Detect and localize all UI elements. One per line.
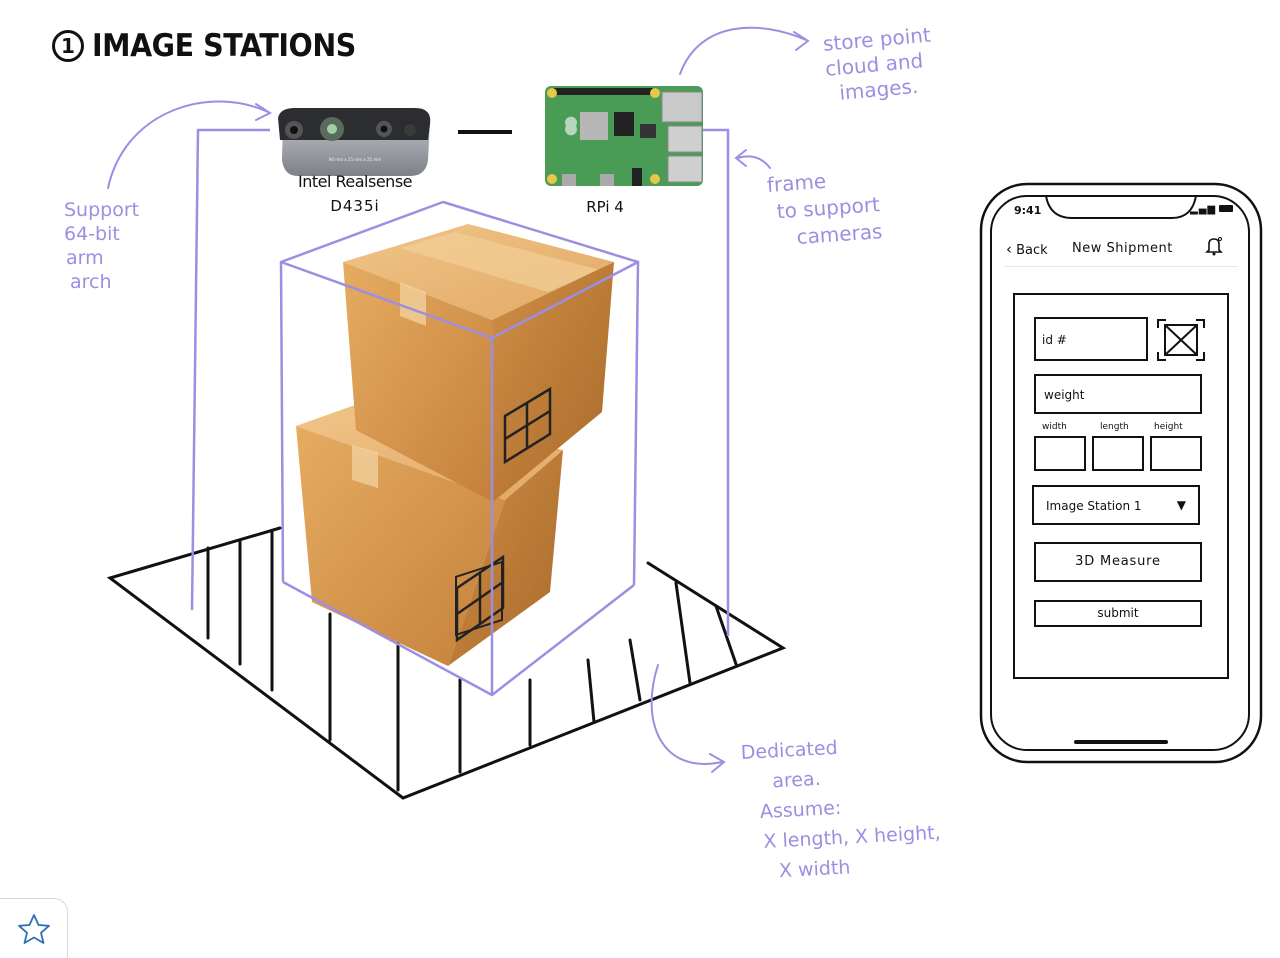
- camera-label-line1: Intel Realsense: [298, 172, 413, 191]
- measure-3d-button-label: 3D Measure: [1075, 554, 1161, 569]
- note-frame: frame to support cameras: [766, 164, 883, 253]
- chevron-left-icon: ‹: [1006, 240, 1012, 258]
- realsense-camera: [278, 108, 431, 176]
- id-field-placeholder: id #: [1042, 333, 1067, 347]
- header-divider: [1004, 266, 1238, 267]
- phone-status-time: 9:41: [1014, 204, 1042, 217]
- camera-support-frame: [190, 128, 730, 636]
- height-field[interactable]: [1150, 436, 1202, 471]
- cardboard-boxes: [296, 224, 614, 666]
- image-station-select[interactable]: Image Station 1 ▼: [1032, 485, 1200, 525]
- phone-status-icons: ▂▄▆: [1190, 204, 1234, 215]
- annotation-arrows: [107, 26, 810, 773]
- screen-title: New Shipment: [1072, 241, 1173, 256]
- note-support-line: 64-bit: [64, 223, 120, 245]
- scan-barcode-icon[interactable]: [1156, 318, 1206, 362]
- note-store: store point cloud and images.: [822, 23, 936, 107]
- dropdown-arrow-icon: ▼: [1176, 498, 1186, 512]
- note-support-line: arch: [70, 271, 112, 293]
- weight-field-placeholder: weight: [1044, 388, 1085, 402]
- dimension-label-length: length: [1100, 422, 1129, 432]
- bell-icon[interactable]: [1205, 236, 1223, 256]
- note-support-line: arm: [66, 247, 104, 269]
- note-support: Support 64-bit arm arch: [64, 198, 139, 294]
- signal-icon: ▂▄▆: [1190, 204, 1217, 215]
- dedicated-area-floor: [106, 526, 787, 800]
- measure-3d-button[interactable]: 3D Measure: [1034, 542, 1202, 582]
- length-field[interactable]: [1092, 436, 1144, 471]
- star-icon: [17, 913, 50, 944]
- back-button-label: Back: [1016, 243, 1048, 258]
- camera-label: Intel Realsense D435i: [290, 172, 420, 215]
- battery-icon: [1219, 205, 1234, 212]
- bounding-box-outline: [279, 200, 640, 697]
- weight-field[interactable]: weight: [1034, 374, 1202, 414]
- title-number-badge: 1: [52, 30, 84, 62]
- note-support-line: Support: [64, 199, 140, 221]
- title-text: IMAGE STATIONS: [92, 28, 356, 64]
- page-title: 1 IMAGE STATIONS: [52, 28, 379, 64]
- submit-button[interactable]: submit: [1034, 600, 1202, 627]
- dimension-label-height: height: [1154, 422, 1183, 432]
- bookmark-button[interactable]: [0, 898, 68, 958]
- note-area: Dedicated area. Assume: X length, X heig…: [740, 728, 943, 888]
- dimension-label-width: width: [1042, 422, 1067, 432]
- back-button[interactable]: ‹ Back: [1006, 240, 1048, 258]
- camera-label-line2: D435i: [330, 197, 380, 215]
- width-field[interactable]: [1034, 436, 1086, 471]
- pi-label: RPi 4: [586, 198, 624, 216]
- image-station-select-value: Image Station 1: [1046, 499, 1142, 513]
- camera-spec-text: 90 mm x 25 mm x 25 mm: [329, 157, 381, 162]
- phone-mockup: [979, 182, 1263, 764]
- submit-button-label: submit: [1097, 606, 1139, 620]
- raspberry-pi-board: [545, 86, 703, 186]
- id-field[interactable]: id #: [1034, 317, 1148, 361]
